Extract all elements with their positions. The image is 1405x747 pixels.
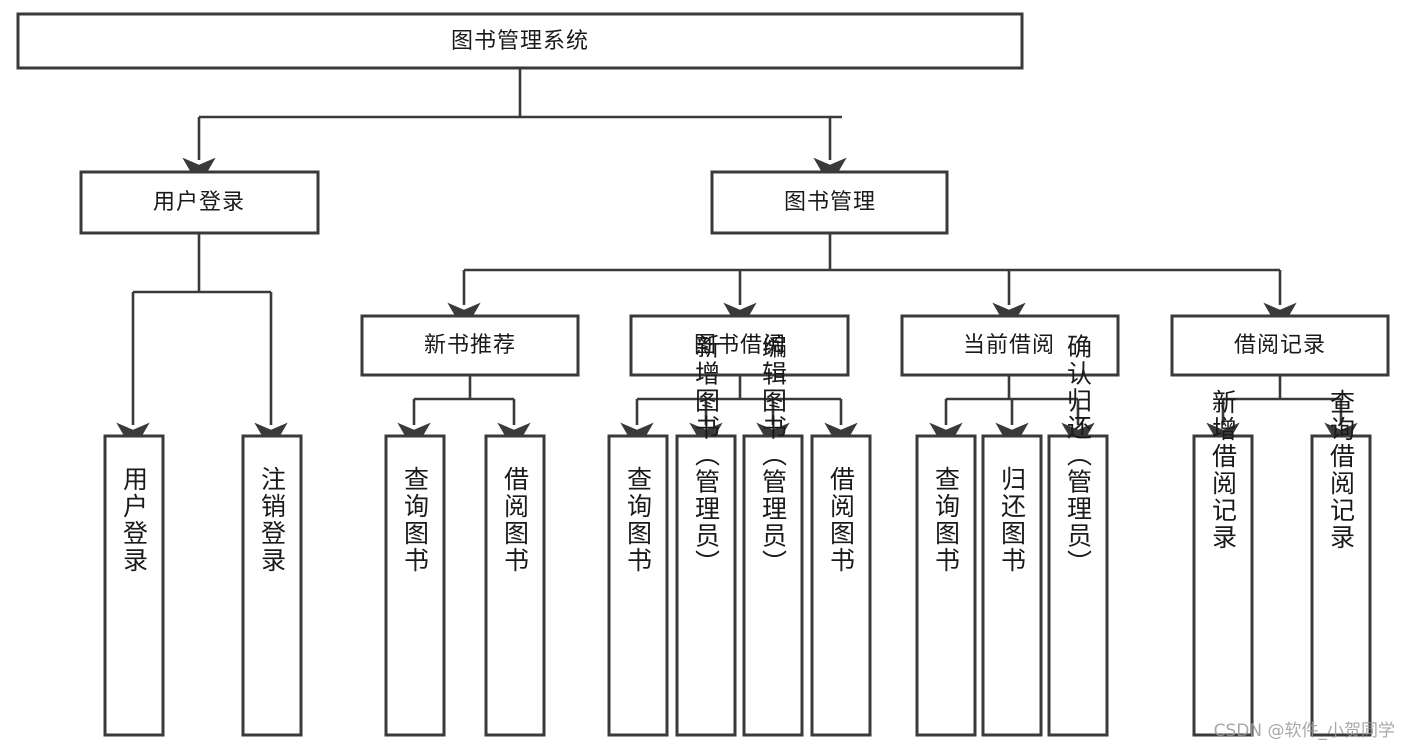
leaf-book-borrow-2[interactable]: 新增图书（管理员） (675, 334, 737, 737)
edges-borrowrecord-to-leaves (1206, 375, 1358, 452)
leaf-current-borrow-3-label: 确认归还（管理员） (1064, 334, 1093, 577)
leaf-borrow-record-2-label: 查询借阅记录 (1327, 389, 1356, 551)
node-book-management-label: 图书管理 (784, 190, 876, 215)
edges-newbook-to-leaves (397, 375, 531, 452)
edges-root-to-level2 (182, 68, 847, 187)
edges-bookmgmt-to-level3 (447, 233, 1297, 332)
node-user-login[interactable]: 用户登录 (79, 170, 320, 235)
edges-userlogin-to-leaves (116, 233, 288, 452)
leaf-current-borrow-2[interactable]: 归还图书 (981, 434, 1043, 737)
leaf-user-login-1-label: 用户登录 (120, 466, 149, 574)
leaf-current-borrow-1[interactable]: 查询图书 (915, 434, 977, 737)
leaf-new-book-1-label: 查询图书 (401, 466, 430, 574)
node-borrow-record[interactable]: 借阅记录 (1170, 314, 1390, 377)
leaf-current-borrow-2-label: 归还图书 (998, 466, 1027, 574)
leaf-book-borrow-3[interactable]: 编辑图书（管理员） (742, 334, 804, 737)
leaf-book-borrow-1[interactable]: 查询图书 (607, 434, 669, 737)
leaf-current-borrow-1-label: 查询图书 (932, 466, 961, 574)
node-borrow-record-label: 借阅记录 (1234, 333, 1326, 358)
leaf-new-book-1[interactable]: 查询图书 (384, 434, 446, 737)
node-current-borrow[interactable]: 当前借阅 (900, 314, 1120, 377)
node-new-book-recommend-label: 新书推荐 (424, 333, 516, 358)
leaf-book-borrow-4-label: 借阅图书 (827, 466, 856, 574)
leaf-borrow-record-2[interactable]: 查询借阅记录 (1310, 389, 1372, 737)
leaf-book-borrow-2-label: 新增图书（管理员） (692, 334, 721, 577)
leaf-user-login-2[interactable]: 注销登录 (241, 434, 303, 737)
leaf-new-book-2[interactable]: 借阅图书 (484, 434, 546, 737)
node-new-book-recommend[interactable]: 新书推荐 (360, 314, 580, 377)
node-current-borrow-label: 当前借阅 (963, 333, 1055, 358)
node-book-borrow[interactable]: 图书借阅 (629, 314, 850, 377)
leaf-user-login-2-label: 注销登录 (258, 466, 287, 574)
node-root-book-management-system[interactable]: 图书管理系统 (16, 12, 1024, 70)
leaf-new-book-2-label: 借阅图书 (501, 466, 530, 574)
node-book-borrow-label: 图书借阅 (694, 333, 786, 358)
edges-currentborrow-to-leaves (929, 375, 1095, 452)
leaf-book-borrow-4[interactable]: 借阅图书 (810, 434, 872, 737)
leaf-borrow-record-1[interactable]: 新增借阅记录 (1192, 389, 1254, 737)
node-user-login-label: 用户登录 (153, 190, 245, 215)
leaf-borrow-record-1-label: 新增借阅记录 (1209, 389, 1238, 551)
edges-bookborrow-to-leaves (620, 375, 858, 452)
leaf-book-borrow-1-label: 查询图书 (624, 466, 653, 574)
leaf-user-login-1[interactable]: 用户登录 (103, 434, 165, 737)
leaf-book-borrow-3-label: 编辑图书（管理员） (759, 334, 788, 577)
node-root-label: 图书管理系统 (451, 29, 589, 54)
leaf-current-borrow-3[interactable]: 确认归还（管理员） (1047, 334, 1109, 737)
node-book-management[interactable]: 图书管理 (710, 170, 949, 235)
